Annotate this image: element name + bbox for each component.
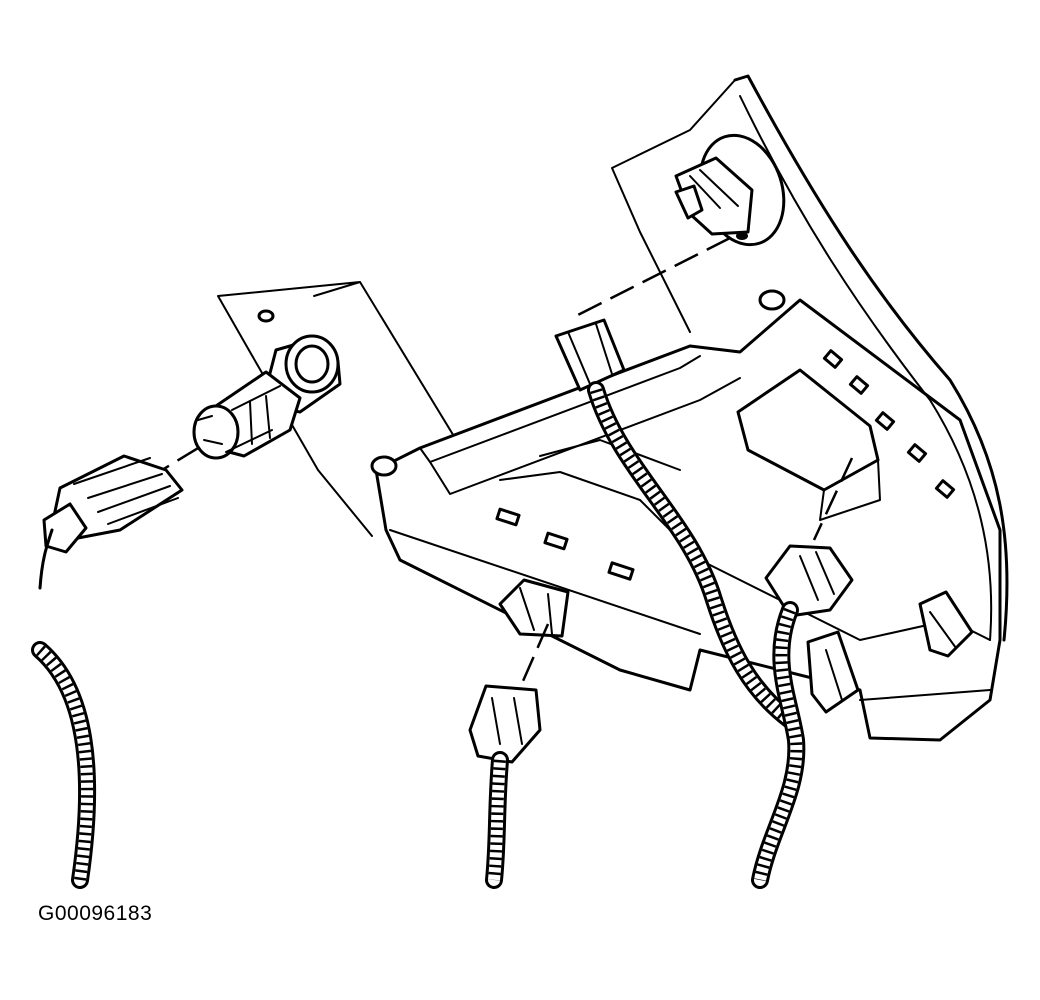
lighter-connector	[38, 454, 184, 590]
panel-housing	[370, 289, 1002, 742]
cigar-lighter-socket	[192, 309, 342, 460]
alignment-line-right	[812, 457, 854, 541]
mid-connector	[554, 318, 799, 729]
lower-receptacle	[498, 578, 570, 638]
upper-connector	[674, 133, 786, 247]
trim-edge-right	[733, 74, 1009, 701]
figure-id-label: G00096183	[38, 902, 153, 925]
wire-harness-left	[31, 641, 97, 889]
alignment-line-lower	[518, 623, 550, 689]
clip-connectors	[806, 590, 974, 714]
switch-module	[736, 368, 881, 521]
alignment-line-upper	[571, 236, 731, 320]
trim-panel-right	[611, 79, 736, 333]
right-connector	[751, 544, 854, 889]
lower-connector	[468, 684, 542, 889]
